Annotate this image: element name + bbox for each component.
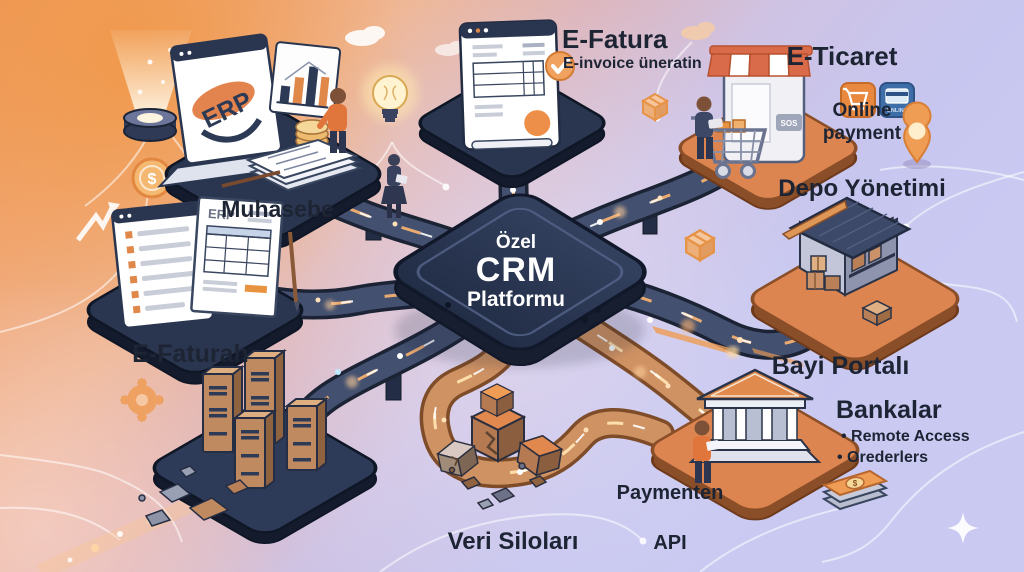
person-figure: [381, 154, 408, 218]
node-bayi: $: [650, 368, 889, 521]
chip-line-crm: CRM: [475, 251, 557, 290]
svg-text:$: $: [148, 171, 157, 188]
label-depo: Depo Yönetimi: [778, 175, 946, 202]
pen: [288, 231, 298, 303]
package-box-icon: [641, 92, 717, 263]
awning: [707, 53, 811, 77]
crm-hub-label: Özel CRM Platformu: [467, 233, 565, 311]
label-bankalar-bullet-1: • Remote Access: [841, 428, 970, 445]
bank-building: [688, 368, 822, 463]
label-muhasebe: Muhasebe: [221, 196, 334, 222]
label-eticaret: E-Ticaret: [786, 41, 898, 71]
gear-icon: [120, 378, 164, 422]
label-bayi: Bayi Portalı: [771, 352, 910, 380]
erp-document: ERP: [190, 196, 284, 318]
store-badge-text: SOS: [781, 119, 799, 128]
rubble: [138, 465, 250, 527]
person-figure: [695, 96, 723, 159]
node-eticaret: SOS: [678, 45, 932, 210]
browser-window: [111, 200, 215, 330]
broken-data-cubes: [436, 383, 564, 510]
node-depo: [750, 196, 960, 371]
crm-chip: [393, 193, 647, 368]
node-efaturah: ERP: [86, 196, 304, 385]
storefront: SOS: [707, 45, 813, 164]
label-veri-silolari: Veri Siloları: [447, 528, 579, 555]
label-online-payment: Online payment: [822, 100, 902, 144]
data-comet: [652, 326, 804, 367]
person-figure: [317, 88, 347, 153]
label-bankalar-bullet-2: • Orederlers: [837, 449, 928, 466]
server-towers: [200, 348, 329, 491]
person-figure: [693, 420, 720, 483]
location-pin-icon: [902, 101, 932, 169]
label-payment-api: Paymenten API: [600, 481, 740, 556]
box-stack: [806, 255, 841, 291]
sparkle-icon: [947, 512, 979, 544]
check-badge-icon: [545, 51, 575, 81]
payment-api-text: Paymenten: [616, 482, 724, 504]
label-efatura-subtitle: E-invoice üneratin: [563, 55, 702, 72]
erp-doc-text: ERP: [208, 206, 236, 223]
pen-tip: [294, 302, 300, 312]
light-bulb: [362, 65, 418, 122]
pen: [221, 170, 281, 188]
node-servers: [138, 348, 378, 544]
node-efatura: [418, 19, 606, 189]
svg-text:$: $: [853, 479, 858, 488]
online-badge-text: ONLINE: [887, 108, 908, 114]
payment-api-line2: API: [653, 532, 687, 554]
floor-box: [861, 300, 893, 327]
cube-rubble: [448, 462, 548, 510]
invoice-card: [458, 19, 562, 151]
chip-line-platformu: Platformu: [466, 287, 566, 311]
bar-chart-panel: [268, 41, 342, 119]
label-bankalar: Bankalar: [836, 396, 942, 424]
arrow-icon: [76, 202, 120, 242]
shopping-cart-app-icon: [840, 82, 876, 118]
label-efaturah: E-Faturah: [132, 340, 249, 368]
warehouse: [781, 196, 912, 327]
chip-line-ozel: Özel: [495, 232, 537, 254]
label-efatura-title: E-Fatura: [562, 24, 668, 54]
money-stack-icon: $: [821, 469, 889, 511]
